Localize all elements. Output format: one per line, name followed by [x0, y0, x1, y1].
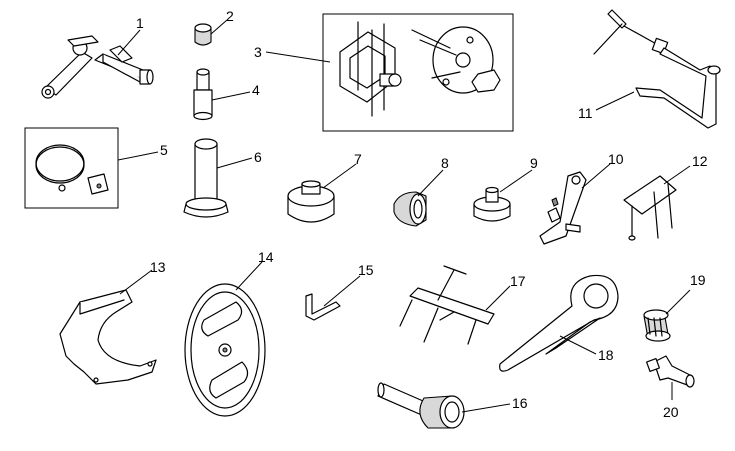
- part-11-c-clamp: [593, 9, 721, 129]
- leader-12: [663, 165, 691, 185]
- part-17-t-handle-puller: [399, 265, 495, 345]
- callout-19: 19: [690, 272, 706, 288]
- leader-9: [499, 169, 533, 193]
- part-18-spanner: [499, 274, 619, 372]
- leader-19: [665, 289, 691, 315]
- leader-11: [595, 91, 635, 111]
- part-7-cup-tool: [287, 180, 335, 223]
- leader-3: [265, 51, 331, 63]
- part-16-knurled-driver: [377, 382, 465, 429]
- leader-5: [117, 151, 159, 161]
- callout-17: 17: [510, 273, 526, 289]
- callout-10: 10: [608, 151, 624, 167]
- leader-1: [117, 29, 141, 56]
- callout-8: 8: [441, 155, 449, 171]
- callout-13: 13: [150, 259, 166, 275]
- leader-16: [461, 403, 511, 413]
- callout-6: 6: [254, 149, 262, 165]
- part-14-degree-wheel: [184, 283, 266, 417]
- leader-2: [210, 19, 228, 35]
- part-12-bracket: [623, 175, 677, 241]
- callout-18: 18: [598, 347, 614, 363]
- callout-20: 20: [663, 404, 679, 420]
- part-15-small-bracket: [305, 293, 341, 321]
- part-19-gear: [643, 309, 671, 342]
- leader-7: [322, 163, 357, 189]
- callout-7: 7: [354, 151, 362, 167]
- part-3-group-frame: [322, 13, 514, 132]
- leader-15: [323, 275, 361, 307]
- callout-4: 4: [252, 82, 260, 98]
- callout-9: 9: [530, 155, 538, 171]
- leader-13: [119, 269, 153, 295]
- part-10-locking-tool: [539, 171, 587, 245]
- part-20-adapter: [645, 355, 695, 388]
- leader-17: [485, 285, 511, 311]
- callout-5: 5: [160, 142, 168, 158]
- part-4-pin: [193, 68, 213, 121]
- callout-16: 16: [512, 395, 528, 411]
- callout-12: 12: [692, 153, 708, 169]
- callout-2: 2: [226, 8, 234, 24]
- callout-14: 14: [258, 249, 274, 265]
- leader-4: [211, 91, 251, 101]
- part-2-bushing: [194, 23, 212, 46]
- callout-15: 15: [358, 262, 374, 278]
- callout-1: 1: [136, 15, 144, 31]
- part-5-spring-band: [35, 144, 109, 195]
- callout-11: 11: [578, 105, 593, 121]
- part-8-seal-driver: [393, 191, 427, 227]
- part-6-mandrel: [183, 138, 229, 218]
- part-13-plate: [59, 289, 157, 385]
- part-9-small-cup: [473, 186, 511, 222]
- leader-10: [581, 163, 611, 189]
- part-1-crank-tool: [41, 35, 154, 99]
- leader-18: [559, 335, 597, 355]
- leader-14: [235, 261, 263, 291]
- part-5-group-frame: [24, 127, 119, 209]
- part-3-puller-set: [339, 21, 501, 117]
- callout-3: 3: [254, 44, 262, 60]
- leader-6: [216, 157, 253, 169]
- leader-8: [417, 169, 444, 197]
